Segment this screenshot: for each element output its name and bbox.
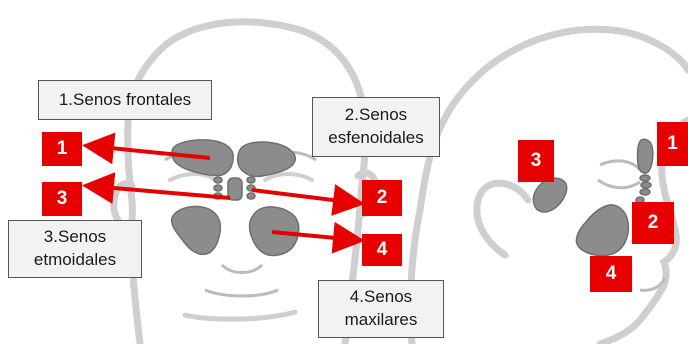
badge-front-4: 4 [362, 234, 402, 266]
ethmoid-cell [247, 177, 255, 183]
ethmoid-cell [247, 193, 255, 199]
side-ethmoid-cell [640, 189, 650, 195]
frontal-sinus-right [238, 142, 296, 176]
badge-side-2: 2 [632, 202, 674, 244]
arrow-sphenoid [252, 190, 357, 203]
label-maxillary-text: 4.Senos maxilares [345, 286, 418, 332]
label-ethmoid-text: 3.Senos etmoidales [34, 226, 116, 272]
side-maxillary-sinus [576, 205, 628, 256]
side-sphenoid-sinus [533, 178, 566, 212]
side-ethmoid-cell [641, 182, 651, 188]
label-maxillary-sinuses: 4.Senos maxilares [318, 280, 444, 338]
label-ethmoid-sinuses: 3.Senos etmoidales [8, 220, 142, 278]
badge-front-1: 1 [42, 132, 82, 166]
label-sphenoid-sinuses: 2.Senos esfenoidales [312, 97, 440, 157]
ethmoid-cell [214, 177, 222, 183]
label-sphenoid-text: 2.Senos esfenoidales [328, 104, 423, 150]
ethmoid-cell [214, 185, 222, 191]
side-frontal-sinus [637, 139, 652, 173]
badge-front-3: 3 [42, 182, 82, 216]
arrow-ethmoid [90, 186, 230, 198]
side-ethmoid-cell [640, 175, 650, 181]
badge-front-2: 2 [362, 180, 402, 216]
maxillary-sinus-left [172, 206, 221, 254]
badge-side-3: 3 [518, 140, 554, 182]
badge-side-4: 4 [590, 256, 632, 292]
label-frontal-text: 1.Senos frontales [59, 89, 191, 112]
label-frontal-sinuses: 1.Senos frontales [38, 80, 212, 120]
badge-side-1: 1 [657, 122, 688, 166]
